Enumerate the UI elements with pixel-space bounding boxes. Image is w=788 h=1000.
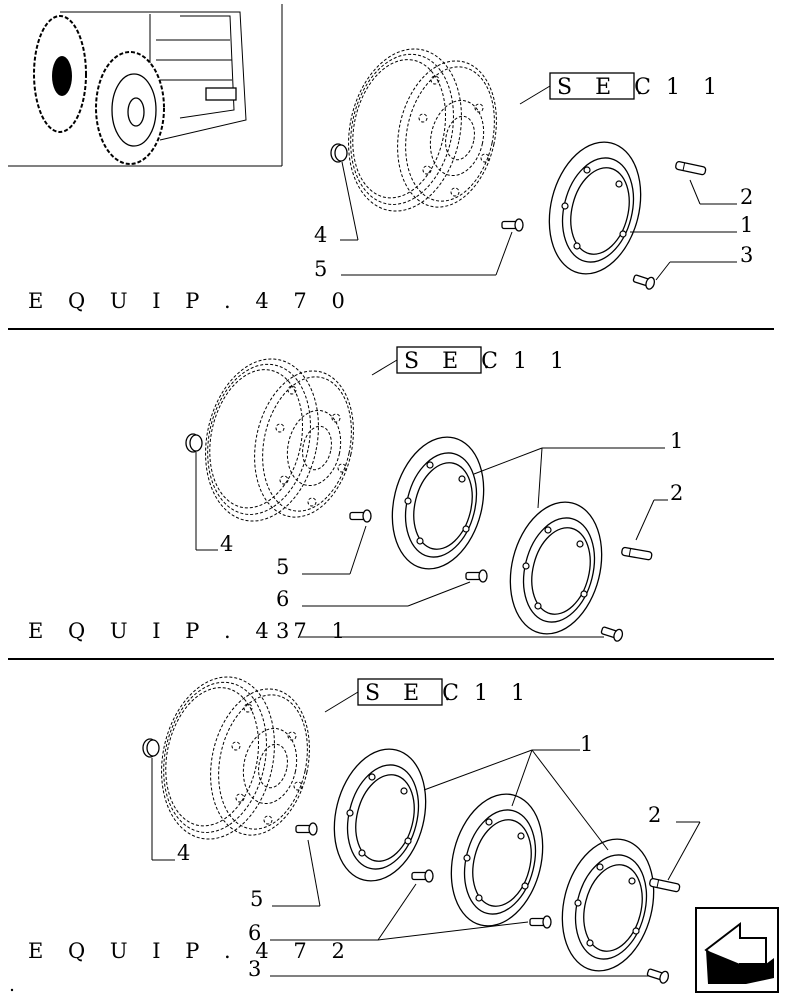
wheel-weight-part [548, 828, 668, 982]
wheel-weight-part [320, 738, 440, 892]
sec-suffix-label: . 1 1 [636, 75, 725, 100]
callout-6: 6 [276, 587, 289, 611]
wheel-weight-part [437, 783, 557, 937]
margin-dot [10, 988, 14, 992]
callout-1: 1 [740, 213, 753, 237]
wheel-rim-part [146, 665, 323, 851]
sec-suffix-label: . 1 1 [444, 681, 533, 706]
wheel-rim-part [190, 347, 367, 533]
sec-suffix-label: . 1 1 [483, 349, 572, 374]
callout-1: 1 [670, 429, 683, 453]
callout-6: 6 [248, 921, 261, 945]
bolt-part-5 [295, 822, 318, 836]
callout-3: 3 [276, 619, 289, 643]
equip-label: E Q U I P . 4 7 1 [28, 619, 354, 643]
bolt-part-5 [349, 509, 372, 523]
stud-part-2 [620, 546, 653, 561]
sec-box-label: S E C [557, 75, 659, 100]
sec-box [357, 678, 443, 706]
equip-label: E Q U I P . 4 7 2 [28, 939, 354, 963]
bolt-part-3 [599, 623, 625, 643]
callout-5: 5 [276, 555, 289, 579]
callout-2: 2 [740, 185, 753, 209]
callout-2: 2 [648, 803, 661, 827]
callout-5: 5 [250, 887, 263, 911]
nut-part-4 [185, 433, 203, 453]
section-equip-471: S E C . 1 1 1 2 4 5 6 3 E Q U I P . 4 7 … [28, 346, 683, 645]
tractor-wheel-thumbnail [8, 4, 283, 167]
wheel-weight-part [378, 426, 498, 580]
sec-box [396, 346, 482, 374]
wheel-rim-part [333, 37, 510, 223]
bolt-part-3 [631, 271, 657, 291]
nut-part-4 [142, 738, 160, 758]
section-equip-472: S E C . 1 1 1 2 4 5 6 3 E Q U I P . 4 7 … [28, 665, 701, 985]
nut-part-4 [330, 143, 348, 163]
callout-2: 2 [670, 481, 683, 505]
callout-4: 4 [314, 223, 327, 247]
sec-box-label: S E C [365, 681, 467, 706]
wheel-weight-part [535, 131, 655, 285]
section-equip-470: S E C . 1 1 4 5 2 1 3 E Q U I P . 4 7 0 [28, 37, 753, 313]
bolt-part-5 [501, 218, 524, 232]
callout-4: 4 [220, 532, 233, 556]
callout-3: 3 [740, 243, 753, 267]
callout-4: 4 [177, 841, 190, 865]
bolt-part-6 [465, 569, 488, 583]
bolt-part-6 [529, 915, 552, 929]
sec-box-label: S E C [404, 349, 506, 374]
bolt-part-6 [411, 869, 434, 883]
equip-label: E Q U I P . 4 7 0 [28, 289, 354, 313]
next-page-arrow-icon[interactable] [695, 907, 779, 993]
wheel-weight-part [496, 491, 616, 645]
callout-1: 1 [580, 732, 593, 756]
bolt-part-3 [645, 965, 671, 985]
callout-3: 3 [248, 957, 261, 981]
stud-part-2 [674, 160, 707, 176]
callout-5: 5 [314, 257, 327, 281]
